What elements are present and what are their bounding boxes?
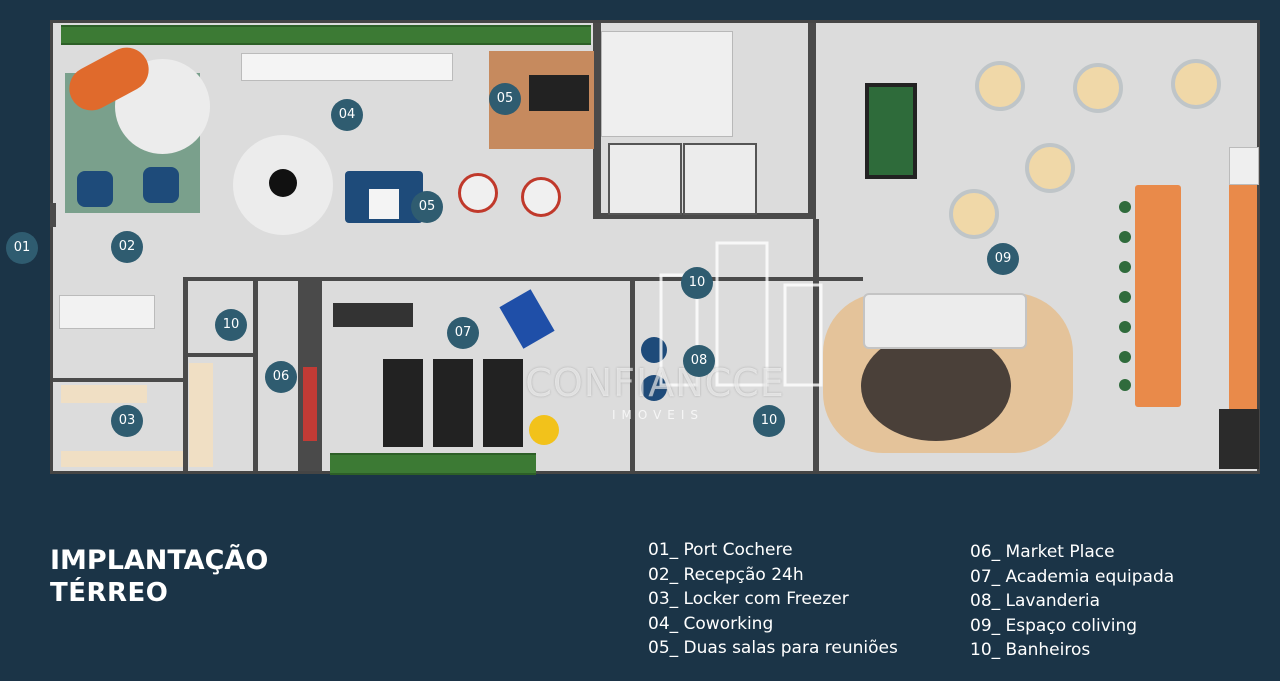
bar-stool xyxy=(1119,231,1131,243)
legend-item: 09_ Espaço coliving xyxy=(970,615,1138,636)
hedge-top xyxy=(61,25,591,45)
legend-item: 01_ Port Cochere xyxy=(648,540,793,560)
wall xyxy=(593,213,816,219)
area-marker-07: 07 xyxy=(447,317,479,349)
bench xyxy=(499,289,555,349)
bar-stool xyxy=(1119,351,1131,363)
area-marker-05: 05 xyxy=(411,191,443,223)
pool-table xyxy=(865,83,917,179)
watermark-subtitle: IMOVEIS xyxy=(611,408,705,422)
market-shelf xyxy=(189,363,213,467)
wine-cabinet xyxy=(1219,409,1259,469)
area-marker-09: 09 xyxy=(987,243,1019,275)
area-marker-02: 02 xyxy=(111,231,143,263)
legend-item: 08_ Lavanderia xyxy=(970,591,1101,611)
title: IMPLANTAÇÃO xyxy=(50,545,269,576)
coliving-table xyxy=(1073,63,1123,113)
legend-item: 10_ Banheiros xyxy=(970,640,1091,660)
legend-item: 06_ Market Place xyxy=(970,542,1115,562)
armchair xyxy=(143,167,179,203)
wall xyxy=(630,277,635,471)
watermark-buildings xyxy=(659,241,823,387)
wall xyxy=(593,23,601,219)
legend-item: 03_ Locker com Freezer xyxy=(648,589,849,609)
bar-stool xyxy=(1119,291,1131,303)
wall xyxy=(183,277,863,281)
coliving-table xyxy=(1171,59,1221,109)
weight-machine xyxy=(333,303,413,327)
wall xyxy=(183,277,188,471)
coliving-table xyxy=(1025,143,1075,193)
bar-stool xyxy=(1119,379,1131,391)
legend-right: 06_ Market Place 07_ Academia equipada 0… xyxy=(970,540,1174,663)
area-marker-03: 03 xyxy=(111,405,143,437)
area-marker-05: 05 xyxy=(489,83,521,115)
lounge-rug-inner xyxy=(861,331,1011,441)
locker-counter xyxy=(61,451,183,467)
elevator xyxy=(683,143,757,215)
elevator xyxy=(608,143,682,215)
stairwell xyxy=(601,31,733,137)
locker-counter xyxy=(61,385,147,403)
wall xyxy=(53,378,183,382)
bistro-table xyxy=(458,173,498,213)
hedge-bottom xyxy=(330,453,536,475)
legend-item: 05_ Duas salas para reuniões xyxy=(648,638,898,658)
area-marker-10: 10 xyxy=(753,405,785,437)
coliving-table xyxy=(949,189,999,239)
market-rack xyxy=(303,367,317,441)
coliving-table xyxy=(975,61,1025,111)
legend-item: 07_ Academia equipada xyxy=(970,566,1175,587)
floor-plan: CONFIANCCE IMOVEIS 02 03 04 05 05 06 07 … xyxy=(50,20,1260,475)
kitchen-counter xyxy=(1229,183,1257,409)
fridge xyxy=(1229,147,1259,185)
sofa xyxy=(863,293,1027,349)
bar-stool xyxy=(1119,201,1131,213)
reception-desk xyxy=(59,295,155,329)
treadmill xyxy=(433,359,473,447)
laundry-chair xyxy=(641,337,667,363)
bar-stool xyxy=(1119,261,1131,273)
bistro-table xyxy=(521,177,561,217)
laundry-chair xyxy=(641,375,667,401)
treadmill xyxy=(383,359,423,447)
area-marker-08: 08 xyxy=(683,345,715,377)
wall xyxy=(253,277,258,471)
bar-stool xyxy=(1119,321,1131,333)
area-marker-01: 01 xyxy=(6,232,38,264)
meeting-table xyxy=(529,75,589,111)
coworking-bench xyxy=(241,53,453,81)
meeting-booth-table xyxy=(369,189,399,219)
legend-item: 02_ Recepção 24h xyxy=(648,564,804,585)
legend-item: 04_ Coworking xyxy=(648,613,774,634)
wall xyxy=(50,203,56,227)
wall xyxy=(808,23,816,219)
area-marker-04: 04 xyxy=(331,99,363,131)
area-marker-10: 10 xyxy=(681,267,713,299)
wall xyxy=(183,353,258,357)
treadmill xyxy=(483,359,523,447)
area-marker-06: 06 xyxy=(265,361,297,393)
armchair xyxy=(77,171,113,207)
kitchen-island xyxy=(1135,185,1181,407)
area-marker-10: 10 xyxy=(215,309,247,341)
watermark-logo: CONFIANCCE xyxy=(525,361,785,405)
coworking-round-table xyxy=(269,169,297,197)
wall xyxy=(813,219,819,471)
subtitle: TÉRREO xyxy=(50,578,169,608)
gym-ball xyxy=(529,415,559,445)
legend-left: 01_ Port Cochere 02_ Recepção 24h 03_ Lo… xyxy=(648,538,898,661)
